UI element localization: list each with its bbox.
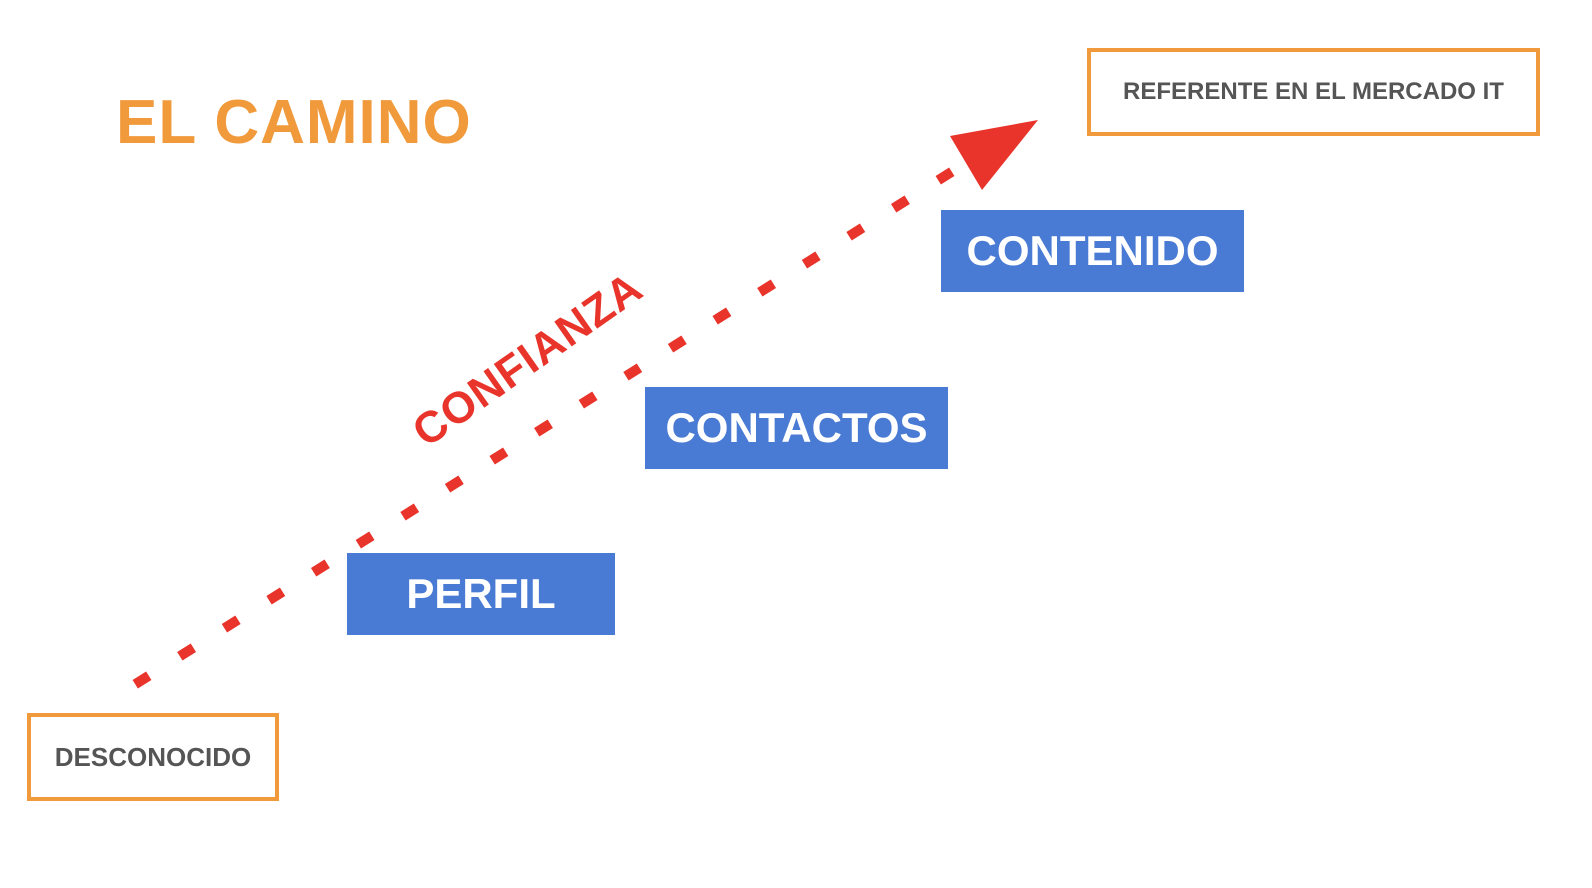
path-dot xyxy=(221,615,241,633)
path-dot xyxy=(132,671,152,689)
path-dot xyxy=(935,167,955,185)
step-contactos: CONTACTOS xyxy=(645,387,948,469)
step-label: PERFIL xyxy=(406,570,556,617)
page-title: EL CAMINO xyxy=(116,88,472,157)
start-label: DESCONOCIDO xyxy=(54,741,252,772)
path-label: CONFIANZA xyxy=(403,262,652,457)
path-dot xyxy=(667,335,687,353)
path-dot xyxy=(444,475,464,493)
path-dot xyxy=(400,503,420,521)
start-box: DESCONOCIDO xyxy=(27,713,279,801)
step-perfil: PERFIL xyxy=(347,553,615,635)
path-dot xyxy=(623,363,643,381)
step-label: CONTACTOS xyxy=(665,404,928,451)
path-dot xyxy=(266,587,286,605)
path-dot xyxy=(801,251,821,269)
step-label: CONTENIDO xyxy=(966,227,1219,274)
path-dot xyxy=(712,307,732,325)
path-dot xyxy=(177,643,197,661)
arrow-head xyxy=(950,120,1038,190)
path-dot xyxy=(757,279,777,297)
path-dot xyxy=(355,531,375,549)
goal-label: REFERENTE EN EL MERCADO IT xyxy=(1123,78,1504,105)
path-dot xyxy=(890,195,910,213)
path-dot xyxy=(489,447,509,465)
step-contenido: CONTENIDO xyxy=(941,210,1244,292)
path-dot xyxy=(578,391,598,409)
path-dot xyxy=(310,559,330,577)
path-dot xyxy=(846,223,866,241)
goal-box: REFERENTE EN EL MERCADO IT xyxy=(1087,48,1540,136)
path-dot xyxy=(534,419,553,437)
